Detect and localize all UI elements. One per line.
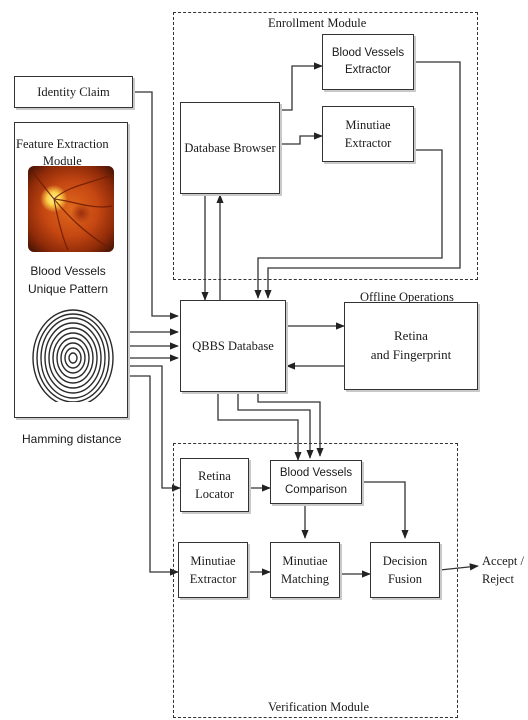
enrollment-module-frame — [173, 12, 478, 280]
qbbs-to-comparison-line-2 — [237, 392, 314, 459]
browser-to-min-extractor-line — [280, 132, 323, 145]
fingerprint-image — [32, 309, 114, 402]
accept-reject-label: Accept / Reject — [482, 554, 524, 587]
retina-vessels-icon — [31, 171, 113, 251]
min-extractor-to-qbbs-line — [254, 149, 443, 299]
feature-to-retina-locator-line — [127, 365, 181, 492]
feature-extraction-module-title: Feature Extraction Module — [16, 137, 109, 168]
qbbs-to-matching-line — [217, 392, 302, 461]
hamming-distance-label: Hamming distance — [22, 432, 122, 446]
blood-vessels-comparison-label: Blood Vessels Comparison — [279, 467, 353, 496]
identity-to-qbbs-line — [134, 91, 179, 320]
minutiae-extractor-enroll-label: Minutiae Extractor — [344, 117, 392, 150]
retina-image — [28, 166, 114, 252]
retina-locator-box: Retina Locator — [180, 458, 249, 512]
decision-fusion-box: Decision Fusion — [370, 542, 440, 598]
minutiae-matching-label: Minutiae Matching — [281, 553, 329, 586]
qbbs-database-box: QBBS Database — [180, 300, 286, 392]
blood-vessels-comparison-box: Blood Vessels Comparison — [270, 460, 362, 504]
qbbs-to-comparison-line-3 — [257, 392, 324, 457]
qbbs-database-label: QBBS Database — [192, 338, 274, 353]
bv-extractor-to-qbbs-line — [264, 61, 461, 299]
offline-operations-title: Offline Operations — [360, 290, 454, 304]
enrollment-module-title: Enrollment Module — [268, 16, 367, 30]
blood-vessels-extractor-label: Blood Vessels Extractor — [331, 47, 405, 76]
minutiae-extractor-verify-label: Minutiae Extractor — [189, 553, 237, 586]
database-browser-label: Database Browser — [184, 140, 276, 155]
minutiae-extractor-enroll-box: Minutiae Extractor — [322, 106, 414, 162]
blood-vessels-extractor-box: Blood Vessels Extractor — [322, 34, 414, 90]
database-browser-box: Database Browser — [180, 102, 280, 194]
identity-claim-box: Identity Claim — [14, 76, 133, 108]
browser-to-bv-extractor-line — [280, 62, 323, 111]
retina-fingerprint-label: Retina and Fingerprint — [370, 328, 452, 362]
blood-vessels-pattern-label: Blood Vessels Unique Pattern — [28, 264, 109, 296]
identity-claim-label: Identity Claim — [37, 84, 110, 99]
feature-to-minutiae-extractor-line — [127, 375, 179, 576]
minutiae-matching-box: Minutiae Matching — [270, 542, 340, 598]
fusion-to-output-line — [439, 563, 479, 571]
verification-module-frame — [173, 443, 458, 718]
verification-module-title: Verification Module — [268, 700, 370, 714]
retina-locator-label: Retina Locator — [195, 468, 234, 501]
retina-fingerprint-offline-box: Retina and Fingerprint — [344, 302, 478, 390]
decision-fusion-label: Decision Fusion — [382, 553, 428, 586]
comparison-to-fusion-line — [362, 481, 409, 539]
minutiae-extractor-verify-box: Minutiae Extractor — [178, 542, 248, 598]
